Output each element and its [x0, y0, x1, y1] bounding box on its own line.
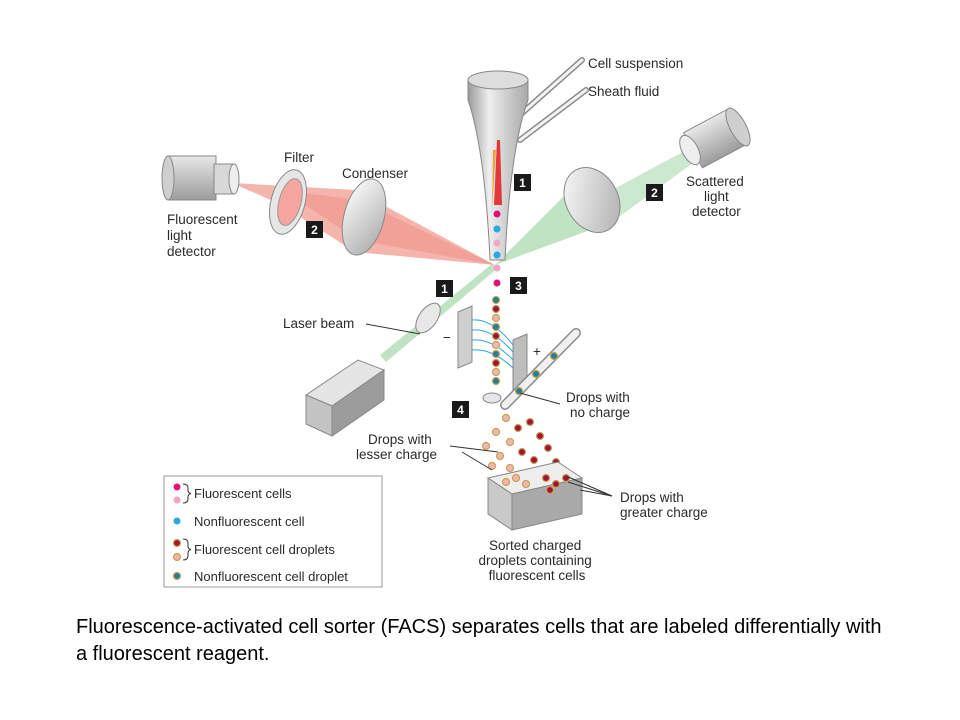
svg-text:4: 4: [457, 403, 464, 417]
label-cell-suspension: Cell suspension: [588, 56, 683, 71]
label-drops-no-charge: Drops with no charge: [566, 390, 634, 420]
laser-lens: [415, 302, 441, 334]
svg-text:Nonfluorescent cell droplet: Nonfluorescent cell droplet: [194, 569, 348, 584]
label-filter: Filter: [284, 150, 315, 165]
label-laser-beam: Laser beam: [283, 316, 354, 331]
label-drops-lesser-charge: Drops with lesser charge: [356, 432, 437, 462]
collection-tray: [486, 461, 584, 531]
nozzle: [467, 70, 529, 261]
label-condenser: Condenser: [342, 166, 409, 181]
plate-plus-sign: +: [533, 344, 541, 359]
svg-text:1: 1: [441, 282, 448, 296]
step-box-nozzle: 1: [514, 174, 531, 191]
svg-text:2: 2: [311, 223, 318, 237]
red-light-beam-inner: [282, 190, 495, 265]
scattered-detector: [679, 107, 751, 169]
deflection-plates: [457, 305, 528, 391]
svg-text:1: 1: [519, 176, 526, 190]
label-sheath-fluid: Sheath fluid: [588, 84, 659, 99]
legend-nonfluorescent-cell: Nonfluorescent cell: [173, 514, 305, 529]
svg-text:Fluorescent cells: Fluorescent cells: [194, 486, 292, 501]
waste-tube: [482, 328, 581, 410]
figure-caption: Fluorescence-activated cell sorter (FACS…: [76, 616, 882, 665]
svg-text:2: 2: [651, 186, 658, 200]
svg-text:Nonfluorescent cell: Nonfluorescent cell: [194, 514, 305, 529]
laser-source: [304, 359, 386, 437]
filter: [268, 169, 308, 235]
step-box-laser: 1: [436, 280, 453, 297]
legend: Fluorescent cells Nonfluorescent cell Fl…: [163, 475, 383, 588]
label-scattered-detector: Scattered light detector: [686, 174, 748, 219]
stream-droplets: [491, 295, 501, 386]
legend-fluorescent-cells: Fluorescent cells: [173, 483, 292, 504]
legend-nonfluorescent-droplet: Nonfluorescent cell droplet: [172, 569, 348, 584]
step-box-filter: 2: [306, 221, 323, 238]
collection-lens: [563, 167, 621, 233]
leader-lines: [365, 323, 613, 497]
step-box-scatter: 2: [646, 184, 663, 201]
plate-minus-sign: −: [443, 330, 451, 345]
label-drops-greater-charge: Drops with greater charge: [620, 490, 708, 520]
nozzle-cells: [493, 210, 501, 287]
svg-text:3: 3: [515, 279, 522, 293]
label-fluorescent-detector: Fluorescent light detector: [167, 212, 241, 259]
condenser-lens: [341, 178, 387, 256]
fluorescent-detector: [161, 155, 240, 201]
svg-text:Fluorescent cell droplets: Fluorescent cell droplets: [194, 542, 335, 557]
label-sorted-droplets: Sorted charged droplets containing fluor…: [478, 538, 595, 583]
step-box-deflect: 4: [452, 401, 469, 418]
step-box-stream: 3: [510, 277, 527, 294]
legend-fluorescent-droplets: Fluorescent cell droplets: [172, 538, 335, 562]
